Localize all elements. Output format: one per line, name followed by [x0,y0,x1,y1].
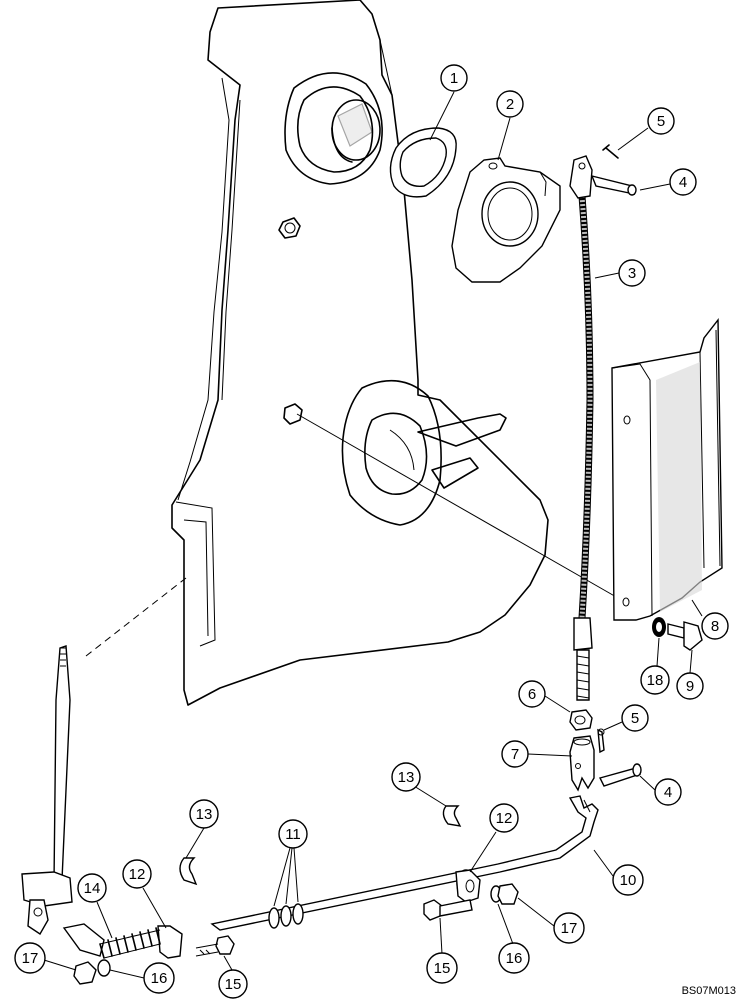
callout-label: 5 [657,113,665,130]
callout-label: 5 [631,710,639,727]
part-15-bolt-left [195,935,235,957]
callout-label: 14 [84,880,101,897]
part-15-bolt-right [423,899,473,921]
part-1-gasket [389,127,457,198]
part-6-nut [569,709,593,731]
callout-13-left: 13 [185,799,219,859]
part-9-bolt [667,621,703,651]
callout-7: 7 [501,740,573,768]
lever-handle [21,645,73,935]
part-14-spring [62,923,161,959]
callout-1: 1 [429,64,468,141]
part-4-pin-lower [598,763,642,787]
callout-label: 16 [506,950,523,967]
callout-label: 15 [434,960,451,977]
part-11-washers [268,903,304,929]
part-2-mounting-plate [451,157,561,283]
frame-nut [278,217,301,239]
callout-13-right: 13 [391,762,447,807]
callout-label: 3 [628,265,636,282]
loader-arm-frame [85,0,549,706]
part-5-cotter-upper [602,144,619,159]
part-3-cable [569,155,594,701]
part-5-cotter-lower [597,728,605,754]
callout-label: 12 [496,810,513,827]
part-18-washer [652,617,666,637]
part-13-clip-left [179,857,198,886]
callout-label: 4 [679,174,687,191]
callout-12-left: 12 [122,859,167,929]
part-13-clip-right [442,805,462,827]
callout-label: 13 [398,769,415,786]
callout-label: 1 [450,70,458,87]
callout-11: 11 [273,819,308,907]
part-7-clevis [569,735,595,792]
callout-12-right: 12 [469,803,519,873]
part-12-collar-left [157,925,183,959]
part-17-nut-right [497,883,519,905]
callout-9: 9 [676,649,704,700]
callout-15-right: 15 [426,917,458,984]
callout-5-lower: 5 [603,704,649,732]
callout-16-left: 16 [109,962,175,994]
callout-label: 17 [561,920,578,937]
upper-pivot-boss [284,72,383,185]
part-12-collar-right [455,869,481,903]
callout-2: 2 [496,90,524,161]
callout-18: 18 [640,637,670,695]
callout-label: 13 [196,806,213,823]
drawing-reference: BS07M013 [682,985,736,997]
callout-4-lower: 4 [639,775,682,806]
part-10-control-rod [210,795,599,931]
callout-label: 4 [664,784,672,801]
callout-label: 12 [129,866,146,883]
callout-label: 2 [506,96,514,113]
callout-4-upper: 4 [639,168,697,196]
callout-17-right: 17 [517,897,585,944]
callout-8: 8 [691,599,729,640]
callout-label: 16 [151,970,168,987]
lower-pivot-boss [341,379,507,526]
callout-label: 9 [686,678,694,695]
callout-label: 11 [285,826,301,843]
callout-17-left: 17 [14,942,77,974]
callout-6: 6 [518,680,571,713]
callout-5-upper: 5 [617,107,675,151]
part-17-nut-left [73,961,97,985]
callout-15-left: 15 [218,955,248,999]
callout-14: 14 [77,873,113,939]
callout-16-right: 16 [497,903,530,974]
frame-bolt-head [283,403,303,425]
callout-10: 10 [593,849,644,896]
part-8-shield-panel [611,318,723,621]
part-16-washer-left [97,959,111,977]
alignment-line [296,413,626,603]
callout-3: 3 [594,259,646,287]
callout-label: 8 [711,618,719,635]
callout-label: 6 [528,686,536,703]
callout-label: 7 [511,746,519,763]
part-4-pin-upper [590,174,637,196]
callout-label: 18 [647,672,664,689]
callout-label: 17 [22,950,39,967]
callout-label: 10 [620,872,637,889]
callout-label: 15 [225,976,242,993]
